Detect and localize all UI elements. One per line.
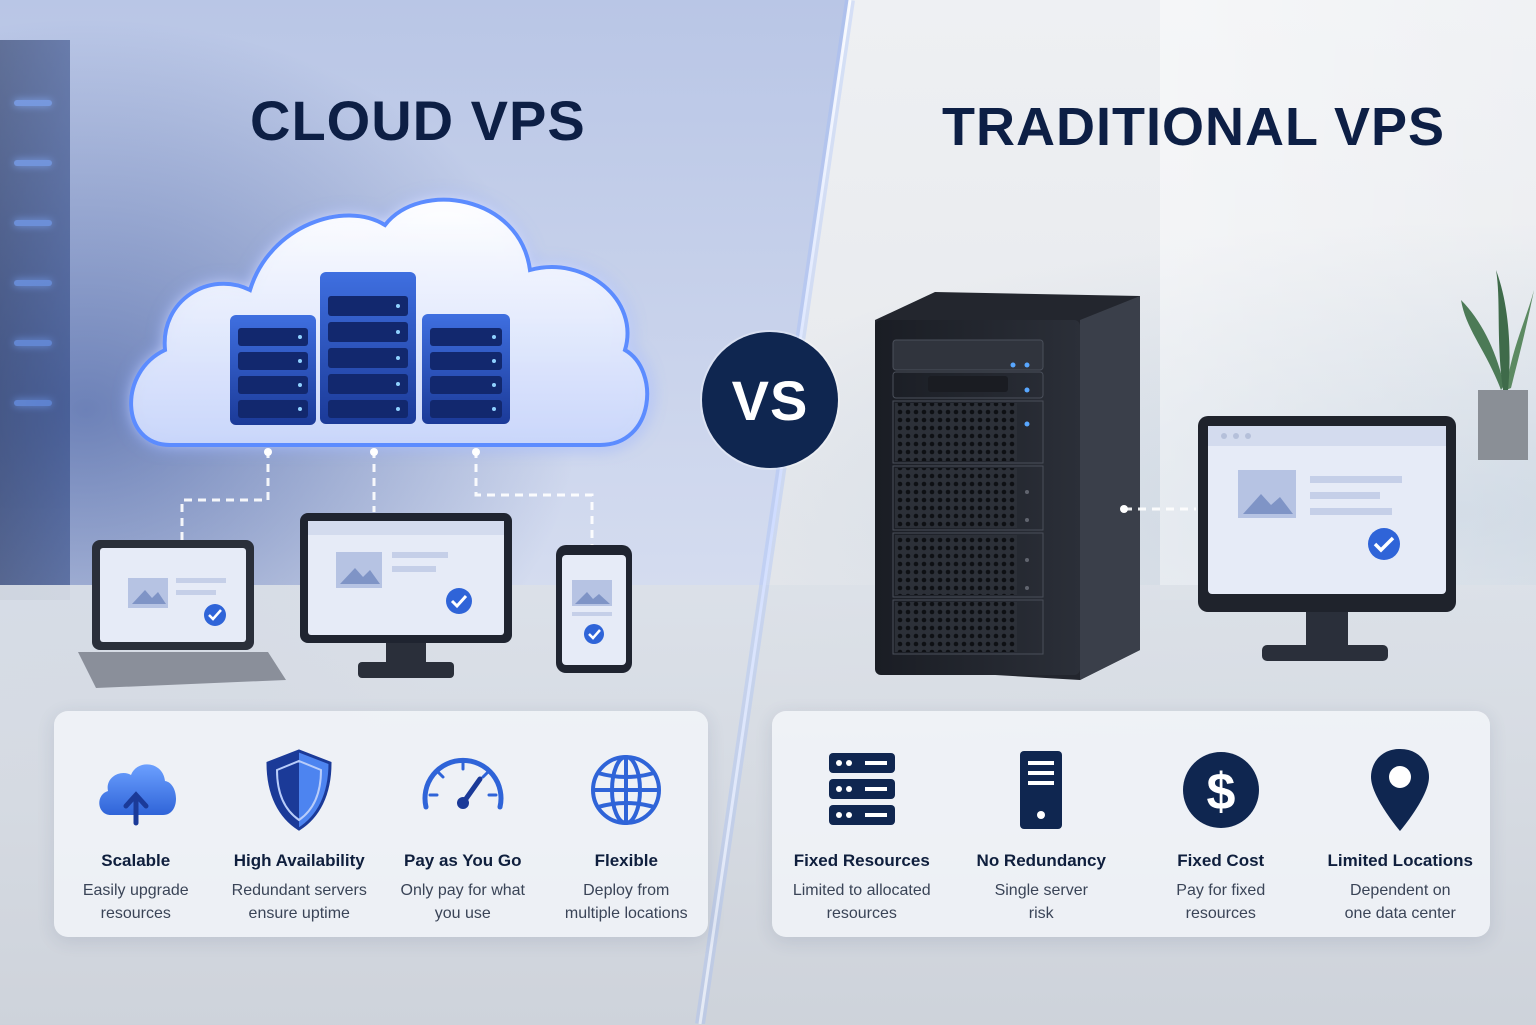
server-stack-left (230, 315, 316, 425)
feature-name: No Redundancy (976, 851, 1106, 870)
feature-name: Limited Locations (1327, 851, 1473, 870)
feature-flexible: Flexible Deploy from multiple locations (545, 711, 709, 937)
feature-scalable: Scalable Easily upgrade resources (54, 711, 218, 937)
feature-desc: Single server risk (994, 882, 1088, 922)
svg-text:$: $ (1206, 763, 1235, 821)
location-pin-icon (1355, 745, 1445, 835)
feature-desc: Limited to allocated resources (792, 882, 931, 922)
feature-desc: Deploy from multiple locations (564, 882, 688, 922)
feature-no-redundancy: No Redundancy Single server risk (952, 711, 1132, 937)
globe-icon (581, 745, 671, 835)
feature-name: Fixed Cost (1177, 851, 1265, 870)
feature-name: Pay as You Go (404, 851, 522, 870)
dollar-coin-icon: $ (1176, 745, 1266, 835)
feature-fixed-resources: Fixed Resources Limited to allocated res… (772, 711, 952, 937)
feature-desc: Only pay for what you use (400, 882, 526, 922)
cloud-illustration (78, 197, 650, 688)
server-stack-center (320, 272, 416, 424)
shield-icon (254, 745, 344, 835)
server-stack-icon (817, 745, 907, 835)
traditional-vps-title: TRADITIONAL VPS (942, 97, 1446, 157)
monitor-device-right (1198, 416, 1456, 661)
server-stack-right (422, 314, 510, 424)
feature-desc: Dependent on one data center (1344, 882, 1456, 922)
feature-pay-as-you-go: Pay as You Go Only pay for what you use (381, 711, 545, 937)
traditional-server-illustration (875, 292, 1456, 680)
feature-desc: Pay for fixed resources (1176, 882, 1266, 922)
phone-device (556, 545, 632, 673)
feature-fixed-cost: $ Fixed Cost Pay for fixed resources (1131, 711, 1311, 937)
feature-name: Flexible (594, 851, 658, 870)
feature-high-availability: High Availability Redundant servers ensu… (218, 711, 382, 937)
speedometer-icon (418, 745, 508, 835)
feature-limited-locations: Limited Locations Dependent on one data … (1311, 711, 1491, 937)
feature-name: Scalable (101, 851, 171, 870)
cloud-vps-features: Scalable Easily upgrade resources High A… (54, 711, 708, 937)
server-tower-icon (996, 745, 1086, 835)
cloud-upload-icon (91, 745, 181, 835)
laptop-device (78, 540, 286, 688)
tower-server (875, 292, 1140, 680)
monitor-device (300, 513, 512, 678)
vs-badge: VS (702, 332, 838, 468)
feature-desc: Redundant servers ensure uptime (231, 882, 367, 922)
cloud-vps-title: CLOUD VPS (250, 89, 586, 152)
background-plant (1461, 270, 1534, 460)
traditional-vps-features: Fixed Resources Limited to allocated res… (772, 711, 1490, 937)
feature-desc: Easily upgrade resources (82, 882, 189, 922)
feature-name: Fixed Resources (793, 851, 930, 870)
background-server-rack (0, 40, 70, 600)
feature-name: High Availability (233, 851, 365, 870)
